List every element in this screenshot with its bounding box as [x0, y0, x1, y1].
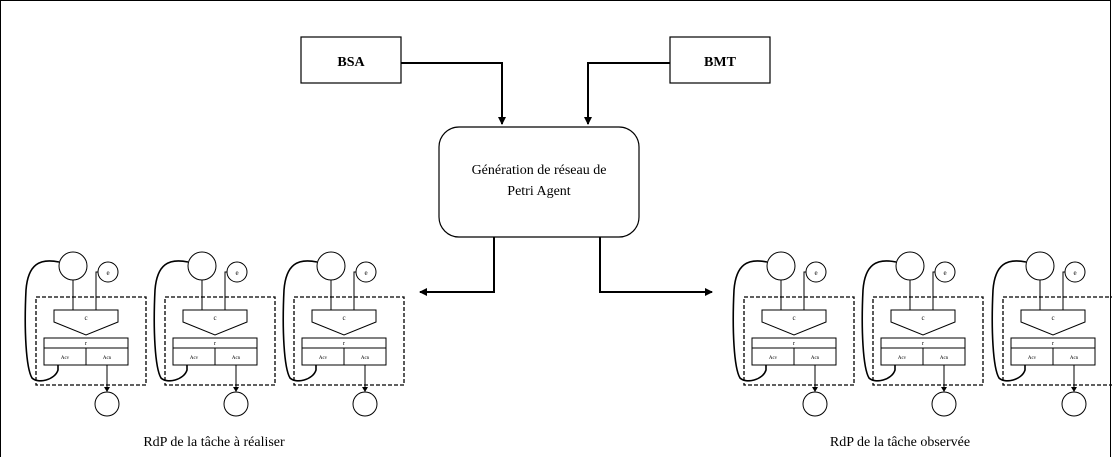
module-feedback-loop — [153, 260, 189, 382]
module-transition-label: c — [213, 314, 216, 322]
module-e-arc — [932, 271, 935, 310]
module-transition — [311, 309, 377, 336]
module-e-arc — [353, 271, 356, 310]
module-e-arc — [95, 271, 98, 310]
module-output-arrowhead — [362, 387, 368, 392]
module-acv-label: Acv — [190, 356, 199, 361]
module-output-arrowhead — [812, 387, 818, 392]
module-r-label: r — [1052, 341, 1054, 347]
left-output-caption: RdP de la tâche à réaliser — [143, 435, 285, 450]
module-bottom-place — [352, 391, 378, 417]
module-transition-label: c — [921, 314, 924, 322]
module-acn-label: Acn — [103, 356, 112, 361]
module-top-place — [895, 251, 925, 281]
module-acv-label: Acv — [769, 356, 778, 361]
module-e-label: e — [235, 269, 238, 277]
module-r-label: r — [343, 341, 345, 347]
module-top-place — [187, 251, 217, 281]
module-r-label: r — [85, 341, 87, 347]
module-acn-label: Acn — [361, 356, 370, 361]
module-transition-label: c — [342, 314, 345, 322]
module-output-arrowhead — [1071, 387, 1077, 392]
module-feedback-loop — [282, 260, 318, 382]
module-acv-label: Acv — [898, 356, 907, 361]
module-bottom-place — [223, 391, 249, 417]
generator-label-line2: Petri Agent — [507, 184, 570, 199]
module-transition — [1020, 309, 1086, 336]
bmt-box: BMT — [669, 36, 771, 84]
module-top-place — [1025, 251, 1055, 281]
module-dashed-frame — [293, 296, 405, 386]
module-feedback-loop — [732, 260, 768, 382]
module-bottom-place — [94, 391, 120, 417]
module-feedback-loop — [24, 260, 60, 382]
module-bottom-place — [802, 391, 828, 417]
bmt-label: BMT — [704, 55, 737, 70]
bmt-to-generator-arrow — [584, 62, 670, 125]
module-dashed-frame — [164, 296, 276, 386]
bsa-to-generator-arrow — [401, 62, 506, 125]
module-acn-label: Acn — [232, 356, 241, 361]
module-e-arc — [224, 271, 227, 310]
generator-to-left-output-arrow — [419, 237, 495, 296]
module-r-label: r — [793, 341, 795, 347]
module-e-label: e — [943, 269, 946, 277]
module-e-arc — [1062, 271, 1065, 310]
module-dashed-frame — [35, 296, 147, 386]
module-output-arrowhead — [941, 387, 947, 392]
module-transition — [53, 309, 119, 336]
module-dashed-frame — [872, 296, 984, 386]
module-e-label: e — [814, 269, 817, 277]
bsa-label: BSA — [337, 55, 365, 70]
module-e-arc — [803, 271, 806, 310]
module-e-label: e — [106, 269, 109, 277]
module-dashed-frame — [1002, 296, 1112, 386]
module-transition-label: c — [1051, 314, 1054, 322]
module-acn-label: Acn — [940, 356, 949, 361]
module-acv-label: Acv — [61, 356, 70, 361]
right-output-caption: RdP de la tâche observée — [830, 435, 970, 450]
module-bottom-place — [931, 391, 957, 417]
module-output-arrowhead — [233, 387, 239, 392]
module-acv-label: Acv — [319, 356, 328, 361]
bsa-box: BSA — [300, 36, 402, 84]
module-transition — [182, 309, 248, 336]
generator-label-line1: Génération de réseau de — [472, 163, 607, 178]
module-top-place — [316, 251, 346, 281]
module-acn-label: Acn — [811, 356, 820, 361]
module-bottom-place — [1061, 391, 1087, 417]
module-feedback-loop — [861, 260, 897, 382]
generator-to-right-output-arrow — [599, 237, 713, 296]
module-e-label: e — [364, 269, 367, 277]
module-transition-label: c — [792, 314, 795, 322]
module-top-place — [58, 251, 88, 281]
module-feedback-loop — [991, 260, 1027, 382]
module-output-arrowhead — [104, 387, 110, 392]
module-transition-label: c — [84, 314, 87, 322]
generator-box: Génération de réseau de Petri Agent — [438, 126, 640, 238]
module-e-label: e — [1073, 269, 1076, 277]
module-acv-label: Acv — [1028, 356, 1037, 361]
module-transition — [890, 309, 956, 336]
module-dashed-frame — [743, 296, 855, 386]
module-top-place — [766, 251, 796, 281]
module-r-label: r — [214, 341, 216, 347]
module-transition — [761, 309, 827, 336]
module-r-label: r — [922, 341, 924, 347]
module-acn-label: Acn — [1070, 356, 1079, 361]
